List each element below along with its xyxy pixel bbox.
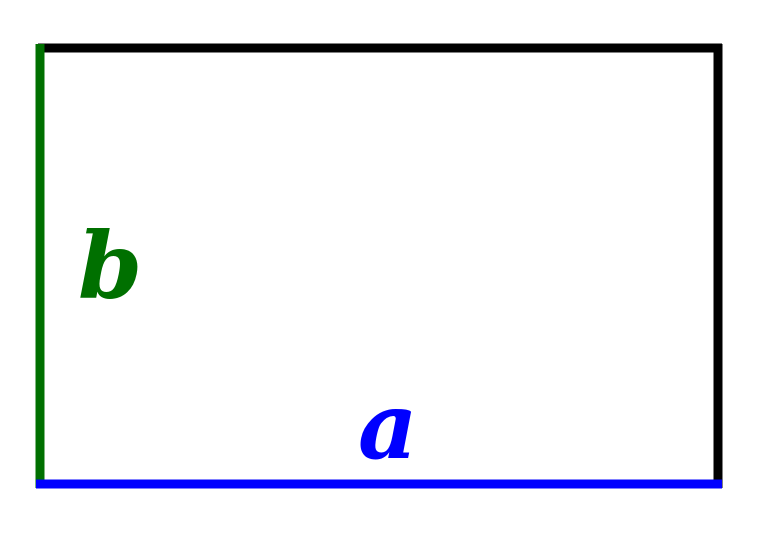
height-label-b: b xyxy=(78,212,142,320)
width-label-a: a xyxy=(358,372,418,480)
